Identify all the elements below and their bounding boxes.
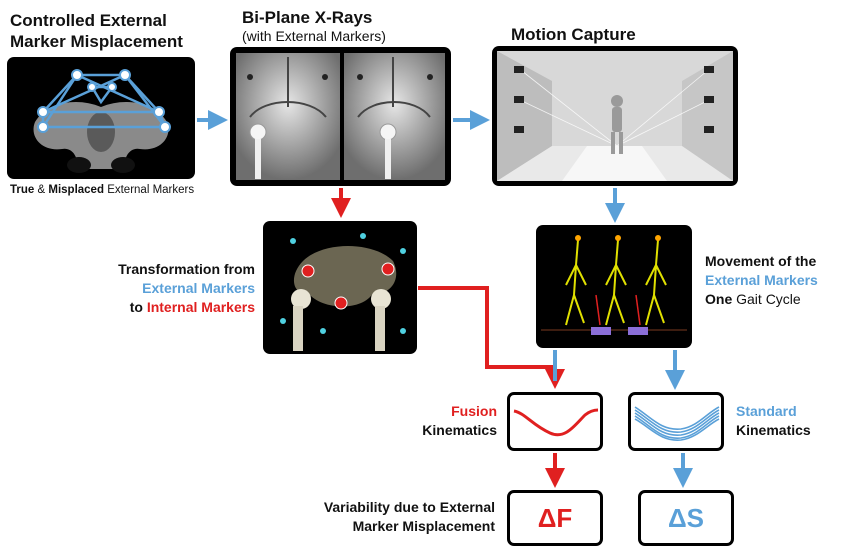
movement-illustration — [541, 230, 687, 343]
misplacement-heading-line1: Controlled External — [10, 11, 167, 30]
movement-panel — [536, 225, 692, 348]
mocap-illustration — [497, 51, 733, 181]
pelvis-marker-illustration — [33, 69, 171, 173]
mocap-panel — [492, 46, 738, 186]
caption-amp: & — [37, 184, 46, 196]
xray-heading: Bi-Plane X-Rays (with External Markers) — [242, 7, 442, 44]
movement-line3-bold: One — [705, 291, 733, 307]
misplacement-heading-line2: Marker Misplacement — [10, 32, 183, 51]
mocap-title: Motion Capture — [511, 25, 636, 44]
fusion-label-colored: Fusion — [451, 403, 497, 419]
fusion-curve — [513, 408, 599, 437]
movement-line3-rest: Gait Cycle — [736, 291, 801, 307]
movement-label: Movement of the External Markers One Gai… — [705, 252, 850, 309]
delta-fusion-box: ΔF — [507, 490, 603, 546]
pelvis-marker-panel — [7, 57, 195, 179]
transformation-panel — [263, 221, 417, 354]
transformation-illustration — [280, 233, 406, 351]
transformation-line2: External Markers — [142, 280, 255, 296]
caption-rest: External Markers — [107, 184, 195, 196]
movement-line2: External Markers — [705, 272, 818, 288]
misplacement-heading: Controlled External Marker Misplacement — [10, 10, 220, 52]
standard-label: Standard Kinematics — [736, 402, 846, 440]
standard-kinematics-box — [628, 392, 724, 451]
xray-title: Bi-Plane X-Rays — [242, 8, 373, 27]
xray-illustration — [236, 53, 445, 180]
transformation-line3-prefix: to — [129, 299, 143, 315]
misplacement-caption: True & Misplaced External Markers — [10, 184, 210, 196]
transformation-line3-highlight: Internal Markers — [146, 299, 255, 315]
standard-label-colored: Standard — [736, 403, 797, 419]
fusion-kinematics-box — [507, 392, 603, 451]
variability-label: Variability due to External Marker Mispl… — [290, 498, 495, 536]
standard-curves — [634, 406, 720, 441]
transformation-label: Transformation from External Markers to … — [95, 260, 255, 317]
variability-line1: Variability due to External — [323, 499, 495, 515]
arrow-transformation-to-fusion — [418, 286, 565, 389]
standard-label-plain: Kinematics — [736, 422, 811, 438]
caption-true: True — [10, 184, 35, 196]
movement-line1: Movement of the — [705, 253, 817, 269]
delta-standard-box: ΔS — [638, 490, 734, 546]
variability-line2: Marker Misplacement — [352, 518, 495, 534]
fusion-label: Fusion Kinematics — [405, 402, 497, 440]
xray-subtitle: (with External Markers) — [242, 28, 386, 44]
fusion-label-plain: Kinematics — [422, 422, 497, 438]
transformation-line1: Transformation from — [118, 261, 255, 277]
caption-misplaced: Misplaced — [48, 184, 104, 196]
xray-panel — [230, 47, 451, 186]
